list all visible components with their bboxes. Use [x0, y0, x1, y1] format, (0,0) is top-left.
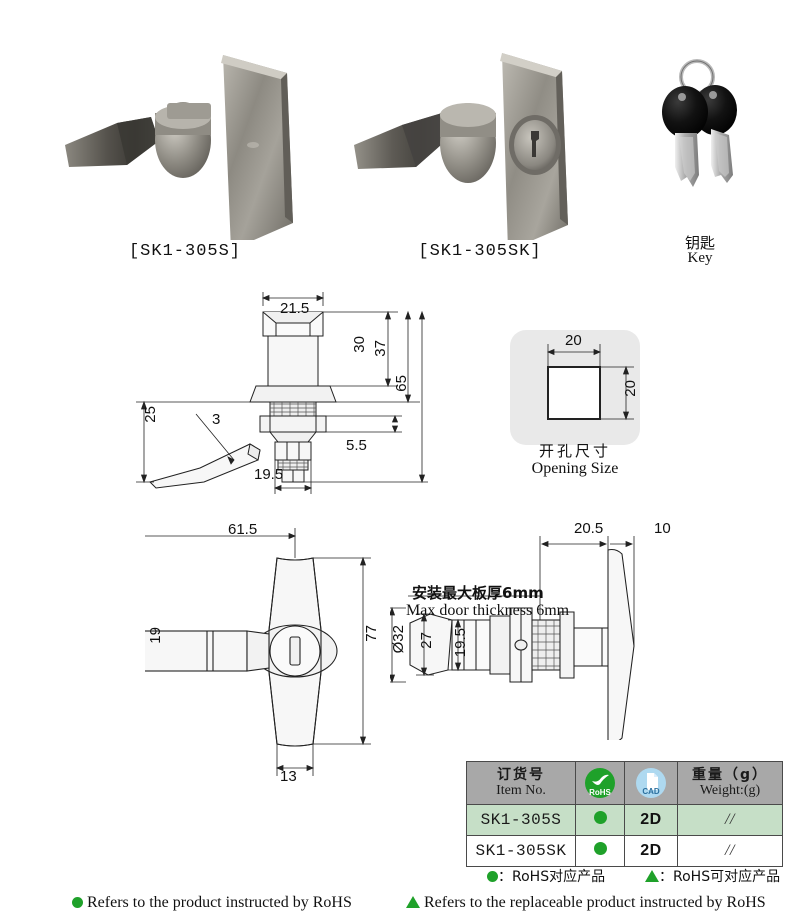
cell-rohs	[575, 835, 625, 867]
legend-cn-tri: ：RoHS可对应产品	[645, 866, 780, 886]
rohs-icon-label: RoHS	[589, 788, 611, 797]
legend-cn-dot-text: ：RoHS对应产品	[498, 869, 606, 885]
dim-handle-length: 77	[363, 625, 380, 642]
legend-cn-dot: ：RoHS对应产品	[487, 866, 605, 886]
key-photo	[645, 55, 765, 230]
legend-dot-icon	[72, 897, 83, 908]
product-label-1: [SK1-305S]	[128, 242, 242, 261]
note-max-thickness-cn: 安装最大板厚6mm	[412, 584, 544, 602]
dim-handle-width: 13	[280, 768, 297, 785]
dim-body-width: 19.5	[452, 628, 469, 658]
dim-body-height: 37	[372, 340, 389, 357]
drawing-plan-view	[145, 520, 385, 780]
note-max-thickness-en: Max door thickness 6mm	[406, 602, 570, 619]
product-photo-2	[350, 45, 590, 240]
cell-cad: 2D	[624, 835, 678, 867]
table-header-row: 订货号 Item No. RoHS CAD	[466, 761, 783, 805]
dim-flange-dia: Ø32	[390, 625, 407, 654]
header-item-no-en: Item No.	[496, 782, 546, 798]
table-row[interactable]: SK1-305SK 2D //	[466, 835, 783, 867]
drawing-side-view	[390, 520, 790, 740]
legend-triangle-icon	[645, 870, 659, 882]
dim-opening-height: 20	[622, 380, 639, 397]
dim-opening-width: 20	[565, 332, 582, 349]
dim-cam-width: 19	[147, 627, 164, 644]
dim-cam-offset: 25	[142, 406, 159, 423]
product-label-2: [SK1-305SK]	[418, 242, 542, 261]
legend-en-tri: Refers to the replaceable product instru…	[406, 894, 766, 912]
dim-total-height: 65	[393, 375, 410, 392]
legend-cn-tri-text: ：RoHS可对应产品	[659, 869, 781, 885]
legend-en-dot-text: Refers to the product instructed by RoHS	[87, 894, 352, 911]
key-label-cn: 钥匙	[684, 234, 715, 252]
table-row[interactable]: SK1-305S 2D //	[466, 804, 783, 836]
legend-triangle-icon	[406, 896, 420, 908]
dim-overall-length: 61.5	[228, 521, 258, 538]
product-photo-1	[55, 45, 315, 240]
header-item-no-cn: 订货号	[497, 766, 545, 783]
dim-handle-depth: 10	[654, 520, 671, 537]
dim-handle-height: 30	[351, 336, 368, 353]
header-rohs: RoHS	[575, 761, 625, 805]
spec-table: 订货号 Item No. RoHS CAD	[466, 761, 783, 867]
cell-cad: 2D	[624, 804, 678, 836]
dim-front-depth: 20.5	[574, 520, 604, 537]
legend-en-dot: Refers to the product instructed by RoHS	[72, 894, 352, 912]
opening-label-cn: 开孔尺寸	[538, 442, 611, 460]
header-weight: 重量（g） Weight:(g)	[677, 761, 783, 805]
rohs-icon: RoHS	[585, 768, 615, 798]
cell-item-no: SK1-305SK	[466, 835, 576, 867]
dim-base-width: 19.5	[254, 466, 284, 483]
opening-size-drawing	[510, 330, 670, 445]
cell-rohs	[575, 804, 625, 836]
rohs-dot-icon	[593, 811, 607, 824]
cell-weight: //	[677, 835, 783, 867]
drawing-front-elevation	[130, 292, 430, 497]
dim-cam-thickness: 3	[212, 411, 221, 428]
cell-item-no: SK1-305S	[466, 804, 576, 836]
dim-top-width: 21.5	[280, 300, 310, 317]
legend-en-tri-text: Refers to the replaceable product instru…	[424, 894, 766, 911]
cad-icon-label: CAD	[642, 787, 660, 796]
rohs-dot-icon	[593, 842, 607, 855]
key-label-en: Key	[687, 250, 713, 266]
opening-label-en: Opening Size	[531, 460, 619, 477]
legend-dot-icon	[487, 871, 498, 882]
dim-nut-height: 5.5	[346, 437, 367, 454]
cad-icon: CAD	[636, 768, 666, 798]
header-weight-en: Weight:(g)	[699, 782, 761, 798]
cell-weight: //	[677, 804, 783, 836]
header-cad: CAD	[624, 761, 678, 805]
header-item-no: 订货号 Item No.	[466, 761, 576, 805]
header-weight-cn: 重量（g）	[691, 766, 769, 783]
dim-cam-height: 27	[418, 632, 435, 649]
